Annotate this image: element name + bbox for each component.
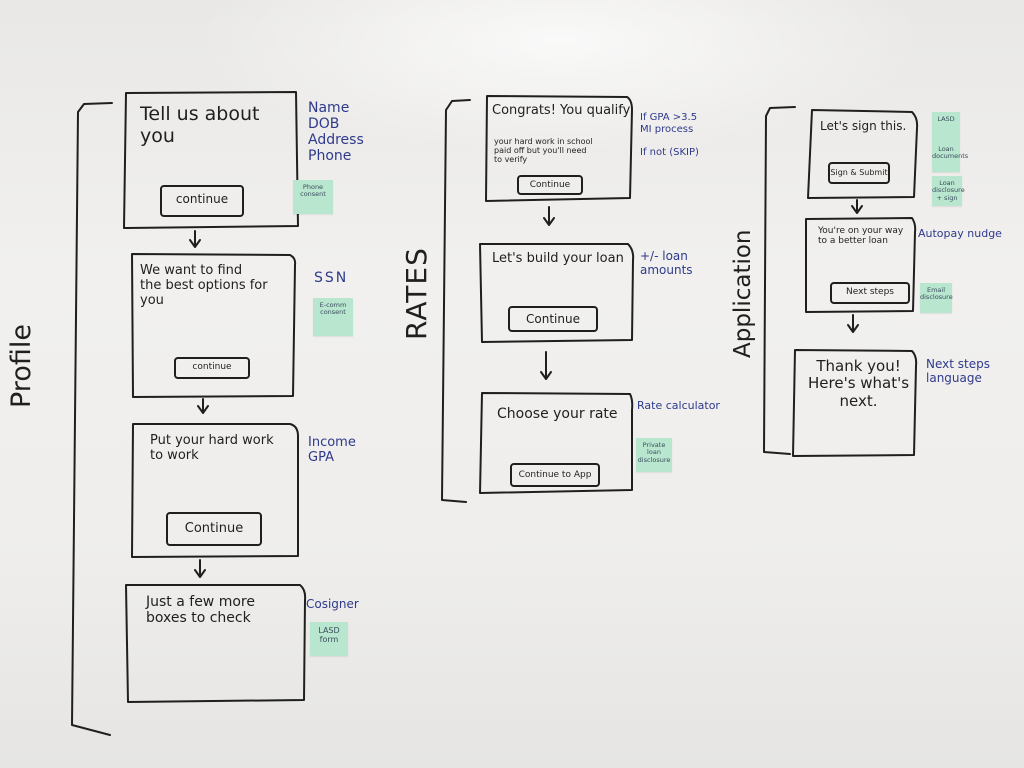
profile-screen-1-continue-button[interactable]: continue (160, 185, 244, 217)
profile-screen-4-frame (125, 584, 307, 703)
profile-screen-3-continue-button[interactable]: Continue (166, 512, 262, 546)
profile-screen-2-field-notes: SSN (314, 270, 349, 286)
next-steps-button[interactable]: Next steps (830, 282, 910, 304)
next-steps-language-note: Next steps language (926, 357, 990, 385)
rates-section-label: RATES (400, 247, 433, 340)
profile-screen-2-frame (131, 253, 297, 398)
application-screen-1-frame (807, 109, 919, 199)
application-screen-2-title: You're on your way to a better loan (818, 226, 904, 247)
application-screen-3-frame (792, 349, 918, 457)
sign-and-submit-button[interactable]: Sign & Submit (828, 162, 890, 184)
application-section-label: Application (730, 229, 756, 358)
application-bracket (763, 106, 796, 455)
rates-screen-2-frame (479, 243, 635, 343)
e-comm-consent-sticky-note: E-comm consent (313, 298, 353, 336)
application-screen-2-frame (805, 217, 917, 313)
rates-screen-2-continue-button[interactable]: Continue (508, 306, 598, 332)
phone-consent-sticky-note: Phone consent (293, 180, 333, 214)
rates-screen-3-title: Choose your rate (497, 406, 618, 422)
application-screen-3-title: Thank you! Here's what's next. (808, 357, 910, 410)
rates-arrow-2 (540, 351, 552, 380)
autopay-nudge-note: Autopay nudge (918, 227, 1002, 240)
profile-arrow-2 (197, 398, 209, 414)
rates-screen-3-calculator-note: Rate calculator (637, 399, 720, 412)
lasd-form-sticky-note: LASD form (310, 622, 348, 656)
rates-screen-1-continue-button[interactable]: Continue (517, 175, 583, 195)
rates-bracket (441, 99, 471, 503)
rates-screen-1-frame (485, 95, 633, 202)
profile-section-label: Profile (6, 324, 37, 408)
profile-screen-2-continue-button[interactable]: continue (174, 357, 250, 379)
profile-screen-4-title: Just a few more boxes to check (146, 594, 255, 627)
rates-screen-1-logic-notes: If GPA >3.5 MI process If not (SKIP) (640, 112, 699, 158)
loan-disclosure-sign-sticky-note: Loan disclosure + sign (932, 176, 965, 206)
application-arrow-2 (847, 314, 859, 333)
rates-arrow-1 (543, 206, 555, 226)
rates-screen-3-frame (479, 392, 634, 494)
rates-screen-2-loan-notes: +/- loan amounts (640, 249, 693, 277)
profile-screen-1-field-notes: Name DOB Address Phone (308, 100, 364, 165)
profile-bracket (71, 102, 113, 736)
lasd-sticky-note: LASD (932, 112, 960, 142)
private-loan-disclosure-sticky-note: Private loan disclosure (636, 438, 672, 472)
rates-screen-3-continue-to-app-button[interactable]: Continue to App (510, 463, 600, 487)
application-screen-1-title: Let's sign this. (820, 119, 907, 133)
application-arrow-1 (851, 199, 863, 214)
profile-screen-1-frame (123, 91, 299, 229)
profile-screen-2-title: We want to find the best options for you (140, 263, 268, 308)
email-disclosure-sticky-note: Email disclosure (920, 283, 953, 313)
profile-screen-3-frame (131, 423, 299, 558)
profile-screen-3-title: Put your hard work to work (150, 433, 274, 463)
rates-screen-1-body: your hard work in school paid off but yo… (494, 137, 593, 165)
profile-screen-3-field-notes: Income GPA (308, 435, 356, 465)
rates-screen-2-title: Let's build your loan (492, 251, 624, 266)
profile-arrow-3 (194, 559, 206, 578)
loan-documents-sticky-note: Loan documents (932, 142, 968, 172)
rates-screen-1-title: Congrats! You qualify (492, 103, 631, 118)
profile-arrow-1 (189, 230, 201, 248)
profile-screen-1-title: Tell us about you (140, 103, 260, 147)
profile-screen-4-field-notes: Cosigner (306, 597, 359, 611)
